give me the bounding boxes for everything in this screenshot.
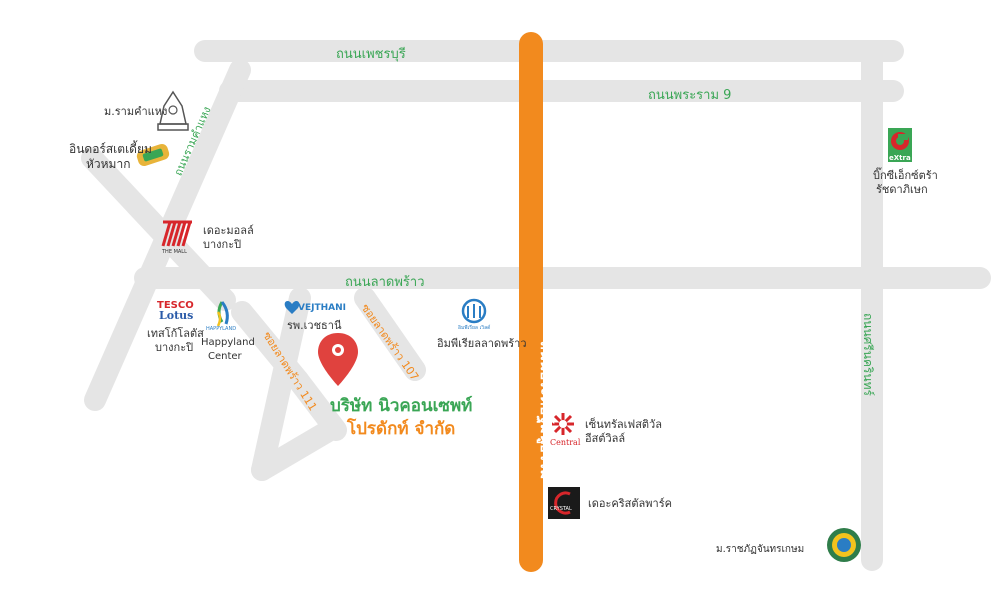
happyland-logo-text: HAPPYLAND xyxy=(206,326,237,332)
place-the-mall-line2: บางกะปิ xyxy=(203,238,242,251)
happyland-logo-icon xyxy=(216,301,229,327)
the-mall-logo-text: THE MALL xyxy=(162,249,187,255)
road-name-ladprao: ถนนลาดพร้าว xyxy=(345,275,425,290)
road-name-rama9: ถนนพระราม 9 xyxy=(648,88,732,103)
bigc-logo-text: eXtra xyxy=(889,154,911,162)
tesco-logo-text: TESCO xyxy=(157,300,194,311)
lotus-logo-text: Lotus xyxy=(159,309,194,322)
location-pin-icon xyxy=(318,333,358,386)
place-the-mall-line1: เดอะมอลล์ xyxy=(203,224,254,237)
place-indoor-stadium-line2: หัวหมาก xyxy=(86,157,131,171)
place-tesco-line1: เทสโก้โลตัส xyxy=(147,327,204,340)
place-happyland-line1: Happyland xyxy=(201,337,255,348)
road-name-srinakarin: ถนนศรีนครินทร์ xyxy=(860,313,875,396)
company-name-line1: บริษัท นิวคอนเซพท์ xyxy=(330,396,473,416)
company-name-line2: โปรดักท์ จำกัด xyxy=(347,419,456,439)
place-vejthani-hospital: รพ.เวชธานี xyxy=(287,319,342,332)
stadium-icon xyxy=(136,144,170,166)
place-tesco-line2: บางกะปิ xyxy=(155,341,194,354)
place-bigc-line1: บิ๊กซีเอ็กซ์ตร้า xyxy=(873,169,938,182)
crystal-logo-text: CRYSTAL xyxy=(550,506,572,512)
central-logo-text: Central xyxy=(550,438,581,447)
imperial-logo-icon xyxy=(461,298,487,324)
place-imperial-ladprao: อิมพีเรียลลาดพร้าว xyxy=(437,337,527,350)
place-rajabhat-university: ม.ราชภัฏจันทรเกษม xyxy=(716,544,805,555)
vejthani-logo-icon xyxy=(284,301,300,314)
place-bigc-line2: รัชดาภิเษก xyxy=(876,183,928,196)
vejthani-logo-text: VEJTHANI xyxy=(298,303,346,313)
the-mall-logo-icon xyxy=(161,220,192,247)
place-central-line1: เซ็นทรัลเฟสติวัล xyxy=(585,418,662,431)
rajabhat-emblem-icon xyxy=(827,528,861,562)
road-diagonal-west xyxy=(81,147,236,311)
road-soi-bottom xyxy=(251,419,341,481)
place-indoor-stadium-line1: อินดอร์สเตเดี้ยม xyxy=(69,142,152,156)
place-central-line2: อีสต์วิลล์ xyxy=(585,432,626,445)
imperial-logo-text: อิมพีเรียล เวิลด์ xyxy=(458,325,491,331)
bigc-logo-icon xyxy=(888,128,912,162)
place-crystal-park: เดอะคริสตัลพาร์ค xyxy=(588,497,672,510)
road-name-phetchaburi: ถนนเพชรบุรี xyxy=(336,47,406,62)
road-soi107 xyxy=(354,287,426,381)
place-happyland-line2: Center xyxy=(208,351,242,362)
road-name-praditmanutham: ถนนประดิษฐ์มนูธรรม xyxy=(537,340,556,480)
crystal-logo-icon xyxy=(548,487,580,519)
central-logo-icon xyxy=(552,413,574,435)
road-soi-link xyxy=(251,287,311,481)
place-ramkhamhaeng-university: ม.รามคำแหง xyxy=(104,105,168,118)
ramkhamhaeng-emblem-icon xyxy=(157,90,189,131)
